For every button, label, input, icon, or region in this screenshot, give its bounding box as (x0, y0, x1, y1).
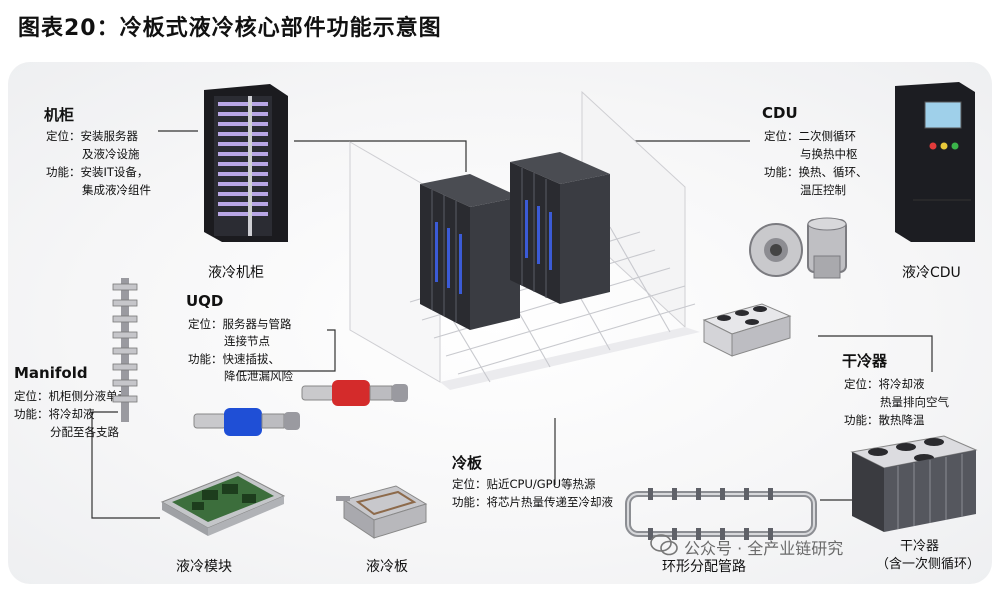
cabinet-heading: 机柜 (44, 106, 75, 124)
dry-cooler-caption-sub: （含一次侧循环） (876, 557, 981, 572)
dry-cooler-caption: 干冷器 (900, 539, 940, 554)
cdu-line-2: 与换热中枢 (800, 147, 858, 161)
data-center-room-illustration (349, 90, 700, 390)
cdu-cabinet-image (895, 82, 975, 242)
module-caption: 液冷模块 (176, 559, 232, 575)
uqd-connector-image (193, 380, 408, 436)
cold-plate-image (336, 485, 428, 539)
cold-plate-line-1: 定位：贴近CPU/GPU等热源 (452, 477, 596, 491)
ring-pipe-image (625, 488, 817, 540)
cdu-coupler-image (749, 217, 847, 279)
uqd-heading: UQD (186, 292, 224, 310)
figure-title: 图表20：冷板式液冷核心部件功能示意图 (18, 16, 442, 41)
manifold-line-2: 功能：将冷却液 (14, 407, 95, 421)
cold-plate-caption: 液冷板 (366, 559, 408, 575)
liquid-cooled-cabinet-image (204, 84, 288, 242)
cdu-line-4: 温压控制 (800, 183, 846, 197)
cabinet-line-4: 集成液冷组件 (82, 183, 151, 197)
uqd-line-4: 降低泄漏风险 (224, 369, 293, 383)
manifold-heading: Manifold (14, 364, 88, 382)
cold-plate-heading: 冷板 (452, 454, 483, 472)
manifold-line-1: 定位：机柜侧分液单元 (14, 389, 129, 403)
wechat-icon (650, 534, 678, 556)
dry-cooler-line-3: 功能：散热降温 (844, 413, 925, 427)
dry-cooler-heading: 干冷器 (842, 352, 888, 370)
ring-pipe-caption: 环形分配管路 (662, 559, 746, 575)
diagram-background (8, 62, 992, 584)
cabinet-caption: 液冷机柜 (208, 265, 264, 281)
cabinet-line-1: 定位：安装服务器 (46, 129, 138, 143)
dry-cooler-image (850, 435, 978, 532)
dry-cooler-line-2: 热量排向空气 (880, 395, 949, 409)
liquid-cooling-module-image (160, 471, 286, 536)
manifold-image (112, 278, 138, 422)
cabinet-line-2: 及液冷设施 (82, 147, 140, 161)
uqd-line-3: 功能：快速插拔、 (188, 352, 280, 366)
watermark: 公众号 · 全产业链研究 (684, 539, 844, 558)
cdu-heading: CDU (762, 104, 798, 122)
uqd-line-1: 定位：服务器与管路 (188, 317, 292, 331)
cold-plate-line-2: 功能：将芯片热量传递至冷却液 (452, 495, 613, 509)
dry-cooler-line-1: 定位：将冷却液 (844, 377, 925, 391)
cdu-caption: 液冷CDU (902, 265, 961, 281)
cdu-line-3: 功能：换热、循环、 (764, 165, 868, 179)
small-dry-cooler-image (702, 303, 792, 357)
cdu-line-1: 定位：二次侧循环 (764, 129, 856, 143)
uqd-line-2: 连接节点 (224, 334, 270, 348)
cabinet-line-3: 功能：安装IT设备， (46, 165, 149, 179)
manifold-line-3: 分配至各支路 (50, 425, 119, 439)
